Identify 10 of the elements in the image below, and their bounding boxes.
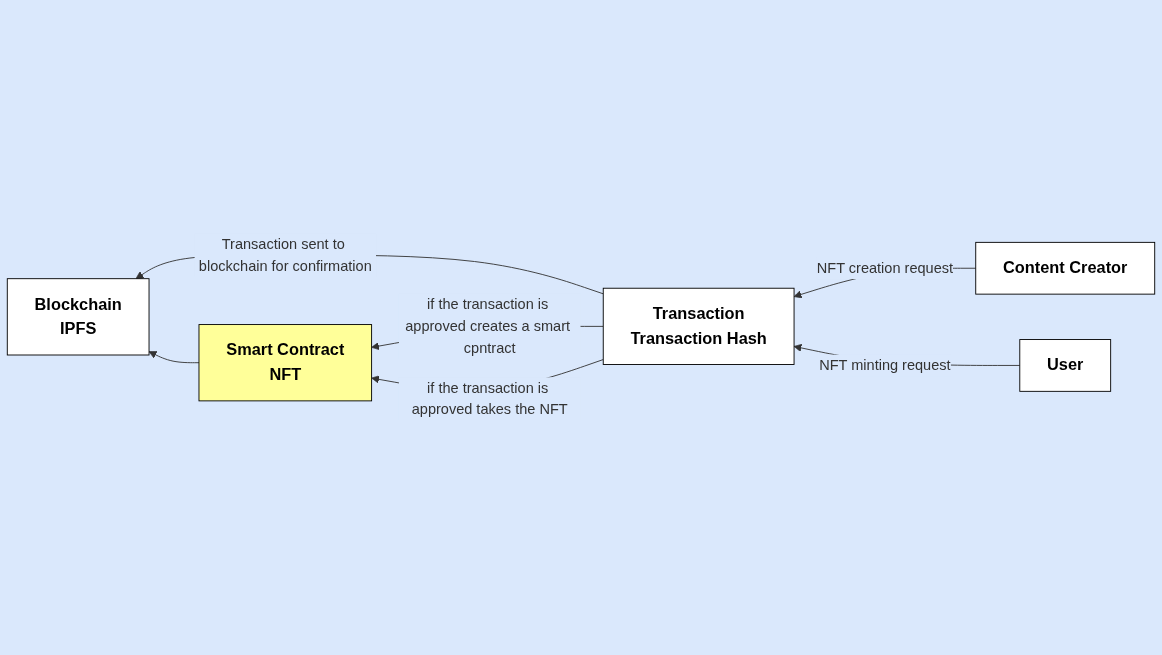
edge-label: if the transaction is approved takes the NFT: [411, 380, 568, 418]
node-box: Content Creator: [975, 242, 1156, 296]
node-box: Smart Contract NFT: [198, 324, 373, 402]
edge-label: Transaction sent to blockchain for confirmation: [198, 236, 372, 274]
node-box: Transaction Transaction Hash: [602, 288, 795, 366]
node-box: Blockchain IPFS: [6, 278, 150, 356]
edge-label: NFT minting request: [819, 357, 951, 374]
edge-label: NFT creation request: [816, 260, 954, 276]
node-box: User: [1019, 339, 1112, 393]
edge-label: if the transaction is approved creates a smart cpntract: [405, 296, 571, 356]
